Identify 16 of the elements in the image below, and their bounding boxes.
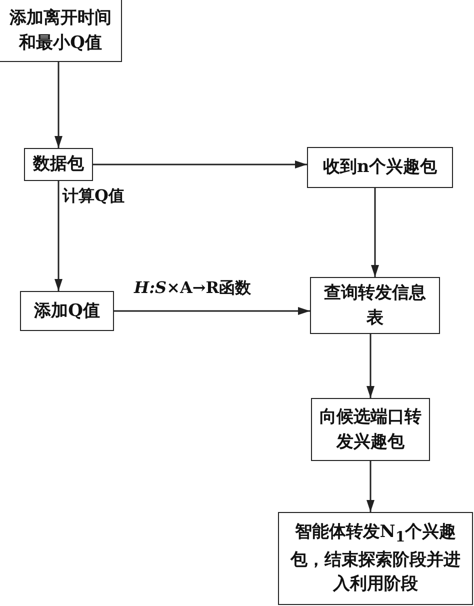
- edge-label: H:S×A→R函数: [132, 278, 254, 299]
- arrow: [54, 181, 62, 291]
- process-box: 收到n个兴趣包: [307, 147, 453, 188]
- process-box: 向候选端口转发兴趣包: [311, 398, 430, 461]
- process-box: 添加Q值: [20, 291, 114, 331]
- arrow: [366, 461, 374, 512]
- process-box: 查询转发信息表: [310, 277, 440, 334]
- arrow: [366, 334, 374, 398]
- arrow: [93, 160, 307, 168]
- process-box: 智能体转发N$_{1}$个兴趣包，结束探索阶段并进入利用阶段: [278, 512, 473, 605]
- arrow: [54, 62, 62, 148]
- process-box: 数据包: [24, 148, 93, 181]
- process-box: 添加离开时间和最小Q值: [0, 0, 122, 62]
- arrow: [114, 307, 310, 315]
- arrow: [371, 188, 379, 277]
- edge-label: 计算Q值: [60, 186, 126, 207]
